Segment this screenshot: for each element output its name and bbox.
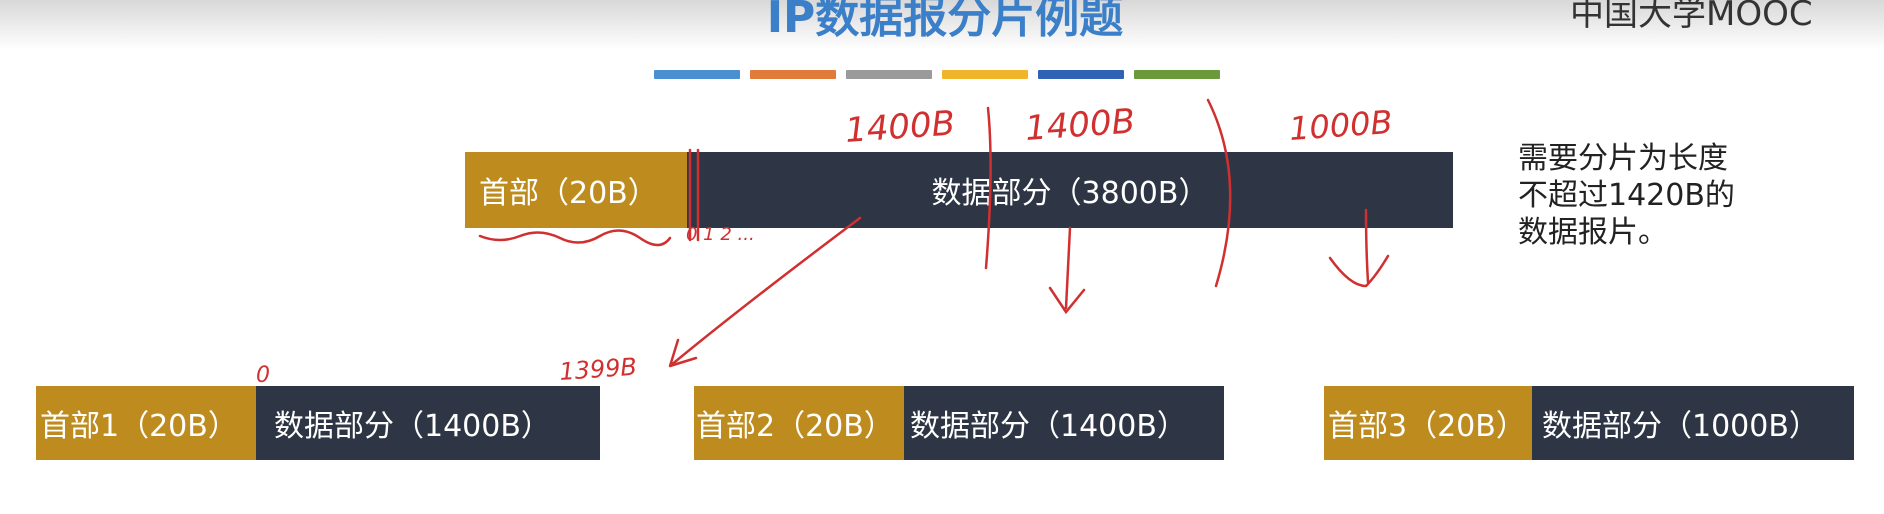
original-datagram: 首部（20B） 数据部分（3800B） [465, 152, 1453, 228]
fragment-3: 首部3（20B） 数据部分（1000B） [1324, 386, 1854, 460]
original-header: 首部（20B） [465, 152, 687, 228]
fragment-2-data: 数据部分（1400B） [904, 386, 1224, 460]
divider-line-1 [984, 106, 992, 270]
fragment-3-header: 首部3（20B） [1324, 386, 1532, 460]
slide-title: IP数据报分片例题 [766, 0, 1124, 43]
color-bar [942, 70, 1028, 79]
fragment-2-header: 首部2（20B） [694, 386, 904, 460]
color-bar [750, 70, 836, 79]
handwritten-start-offset: 0 1 2 ... [686, 224, 755, 245]
handwritten-end-offset: 1399B [558, 353, 637, 386]
original-data: 数据部分（3800B） [687, 152, 1453, 228]
arrow-down-3 [1328, 208, 1390, 288]
divider-line-2 [1206, 98, 1232, 288]
fragment-requirement-note: 需要分片为长度不超过1420B的数据报片。 [1518, 141, 1735, 250]
handwritten-size-1: 1400B [844, 103, 956, 151]
color-bar [846, 70, 932, 79]
fragment-2: 首部2（20B） 数据部分（1400B） [694, 386, 1224, 460]
handwritten-size-3: 1000B [1288, 103, 1394, 148]
arrow-to-fragment-1 [668, 216, 862, 368]
color-bar [1038, 70, 1124, 79]
handwritten-size-2: 1400B [1024, 101, 1136, 149]
handwritten-offset-zero: 0 [256, 363, 270, 388]
header-boundary-mark [688, 148, 700, 242]
color-bar [654, 70, 740, 79]
header-underline [478, 229, 672, 247]
fragment-3-data: 数据部分（1000B） [1532, 386, 1854, 460]
fragment-1: 首部1（20B） 数据部分（1400B） [36, 386, 600, 460]
fragment-1-data: 数据部分（1400B） [256, 386, 600, 460]
arrow-down-2 [1048, 226, 1086, 315]
color-bar [1134, 70, 1220, 79]
top-shading [0, 0, 1884, 50]
color-bar-strip [654, 70, 1220, 79]
fragment-1-header: 首部1（20B） [36, 386, 256, 460]
